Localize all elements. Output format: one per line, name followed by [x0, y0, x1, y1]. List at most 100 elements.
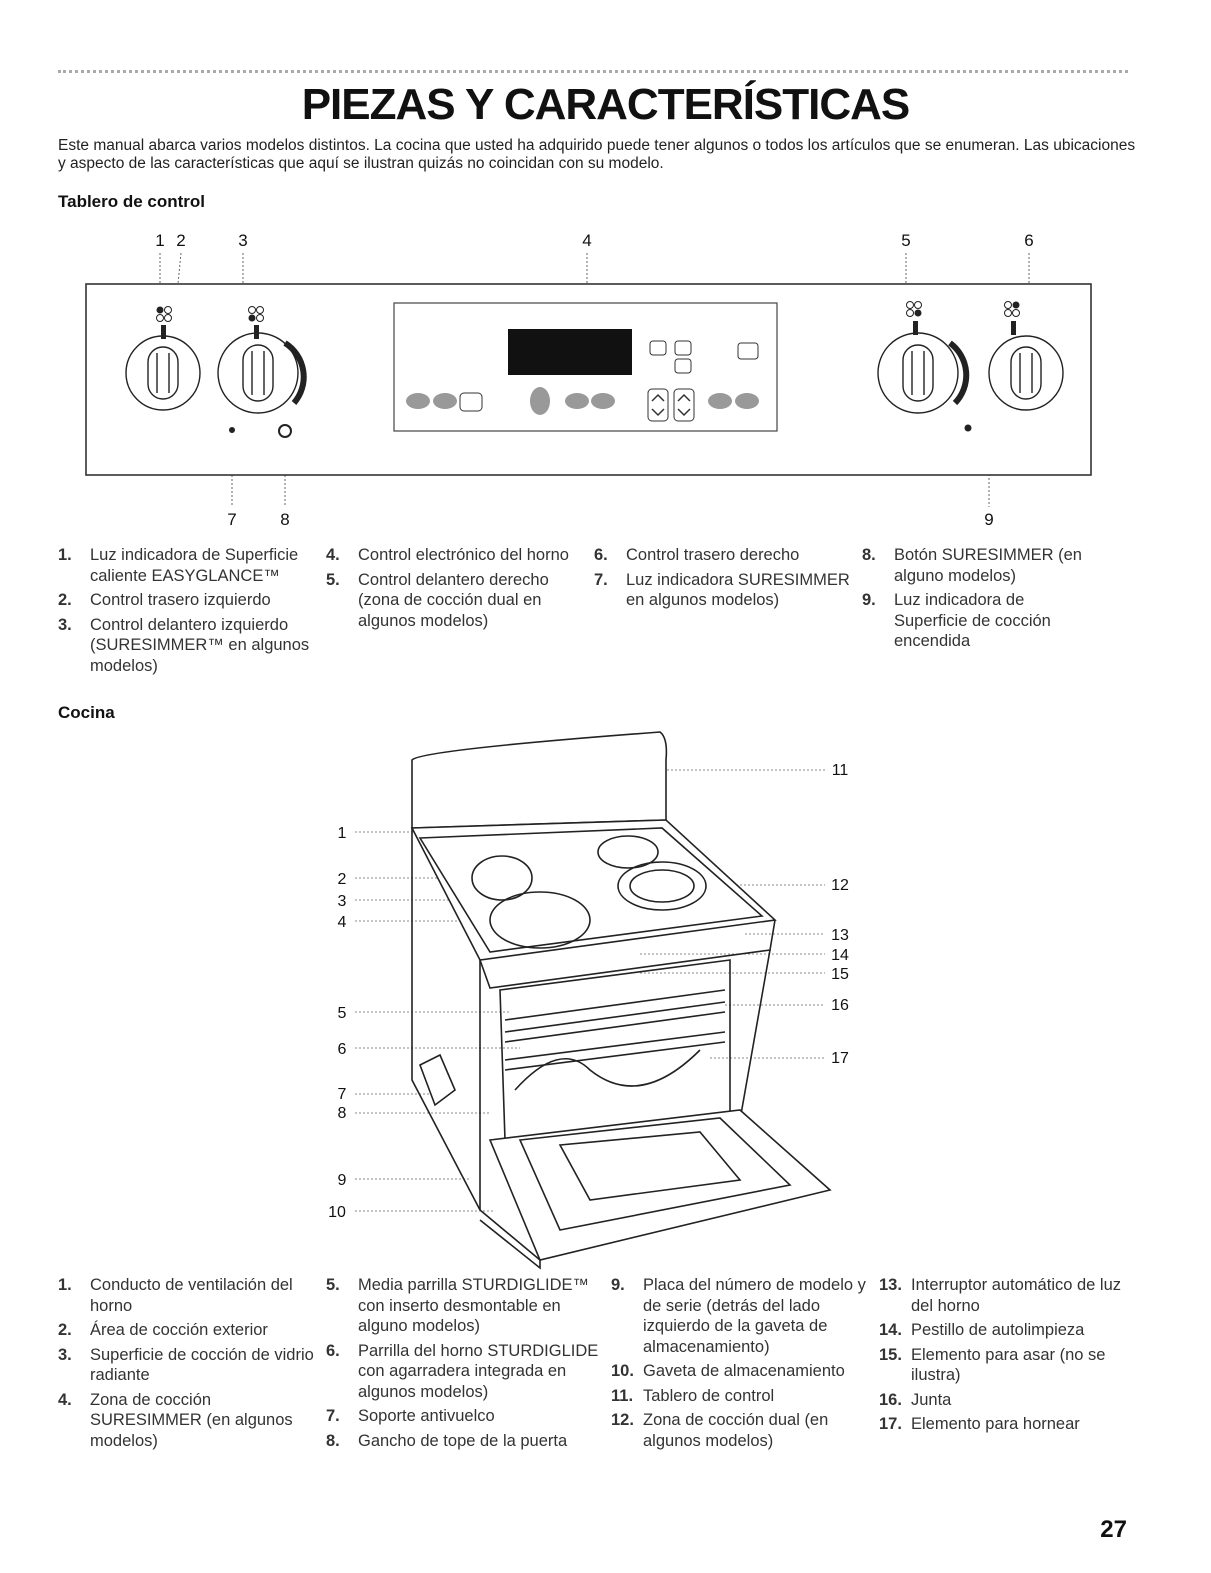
item-number: 6.: [594, 546, 608, 564]
item-number: 8.: [862, 546, 876, 564]
item-text: Control trasero derecho: [626, 546, 800, 564]
callout-7: 7: [227, 510, 236, 529]
callout-16: 16: [831, 997, 849, 1014]
right-front-knob: [877, 332, 970, 414]
item-number: 11.: [611, 1386, 634, 1405]
item-number: 7.: [326, 1407, 340, 1425]
item-number: 1.: [58, 546, 72, 564]
range-legend: 1.Conducto de ventilación del horno 2.Ár…: [58, 1275, 1158, 1455]
control-panel-heading: Tablero de control: [58, 192, 206, 211]
item-number: 8.: [326, 1431, 340, 1450]
item-number: 15.: [879, 1345, 902, 1364]
list-item: 8. Botón SURESIMMER (en alguno modelos): [862, 545, 1102, 586]
item-text: Luz indicadora de Superficie de cocción …: [894, 591, 1051, 650]
item-text: Luz indicadora SURESIMMER en algunos mod…: [626, 570, 850, 610]
item-text: Pestillo de autolimpieza: [911, 1321, 1085, 1339]
list-item: 9.Luz indicadora de Superficie de cocció…: [862, 590, 1102, 652]
callout-2: 2: [176, 231, 185, 250]
item-number: 2.: [58, 1321, 72, 1339]
left-rear-knob: [125, 335, 201, 411]
item-text: Junta: [911, 1390, 952, 1409]
right-rear-knob: [988, 335, 1064, 411]
callout-8: 8: [280, 510, 289, 529]
list-item: 1. Luz indicadora de Superficie caliente …: [58, 545, 326, 586]
callout-1: 1: [338, 825, 347, 842]
top-dotted-rule: [58, 70, 1128, 73]
list-item: 3. Control delantero izquierdo (SURESIMME…: [58, 615, 326, 677]
item-number: 13.: [879, 1276, 902, 1294]
callout-5: 5: [901, 231, 910, 250]
item-text: Elemento para hornear: [911, 1415, 1080, 1433]
list-item: 12. Zona de cocción dual (en algunos mode…: [611, 1410, 879, 1451]
callout-2: 2: [338, 871, 347, 888]
control-panel-diagram: 1 2 3 4 5 6 7 8 9: [85, 231, 1092, 529]
item-number: 17.: [879, 1415, 902, 1433]
item-text: Control electrónico del horno: [358, 546, 569, 564]
list-item: 13. Interruptor automático de luz del hor…: [879, 1275, 1129, 1316]
list-item: 5.Control delantero derecho (zona de coc…: [326, 570, 594, 632]
item-text: Parrilla del horno STURDIGLIDE con agarr…: [358, 1341, 599, 1401]
item-text: Elemento para asar (no se ilustra): [911, 1345, 1106, 1385]
item-text: Superficie de cocción de vidrio radiante: [90, 1345, 314, 1385]
intro-paragraph: Este manual abarca varios modelos distin…: [58, 137, 1136, 172]
item-text: Conducto de ventilación del horno: [90, 1276, 293, 1315]
right-indicator-dots: [906, 301, 1020, 432]
callout-9: 9: [984, 510, 993, 529]
item-text: Gaveta de almacenamiento: [643, 1362, 845, 1380]
item-number: 3.: [58, 615, 72, 634]
item-number: 9.: [611, 1276, 625, 1294]
list-item: 9. Placa del número de modelo y de serie …: [611, 1275, 879, 1357]
callout-15: 15: [831, 966, 849, 983]
electronic-oven-control: [393, 302, 778, 432]
list-item: 10. Gaveta de almacenamiento: [611, 1361, 879, 1382]
list-item: 17. Elemento para hornear: [879, 1414, 1129, 1435]
item-text: Gancho de tope de la puerta: [358, 1431, 568, 1450]
item-text: Control delantero izquierdo (SURESIMMER™…: [90, 615, 310, 675]
list-item: 1.Conducto de ventilación del horno: [58, 1275, 326, 1316]
callout-14: 14: [831, 947, 849, 964]
callout-3: 3: [238, 231, 247, 250]
item-text: Placa del número de modelo y de serie (d…: [643, 1276, 866, 1356]
item-text: Interruptor automático de luz del horno: [911, 1276, 1122, 1315]
suresimmer-button: [278, 424, 292, 438]
item-text: Zona de cocción dual (en algunos modelos…: [643, 1411, 829, 1450]
item-number: 10.: [611, 1362, 634, 1380]
item-number: 6.: [326, 1341, 340, 1360]
callout-6: 6: [338, 1041, 347, 1058]
list-item: 3. Superficie de cocción de vidrio radian…: [58, 1345, 326, 1386]
page-number: 27: [1100, 1516, 1127, 1543]
callout-1: 1: [155, 231, 164, 250]
item-number: 12.: [611, 1411, 634, 1429]
callout-8: 8: [338, 1105, 347, 1122]
left-indicator-dots: [156, 306, 264, 433]
callout-11: 11: [832, 762, 849, 779]
item-number: 16.: [879, 1390, 902, 1409]
item-text: Tablero de control: [643, 1386, 775, 1405]
callout-17: 17: [831, 1050, 849, 1067]
item-number: 5.: [326, 570, 340, 589]
list-item: 4. Control electrónico del horno: [326, 545, 594, 566]
callout-6: 6: [1024, 231, 1033, 250]
item-number: 3.: [58, 1345, 72, 1364]
callout-4: 4: [582, 231, 591, 250]
item-text: Luz indicadora de Superficie caliente EA…: [90, 546, 299, 585]
item-number: 7.: [594, 570, 608, 589]
list-item: 7. Luz indicadora SURESIMMER en algunos m…: [594, 570, 862, 611]
callout-3: 3: [338, 893, 347, 910]
item-text: Control trasero izquierdo: [90, 591, 271, 609]
list-item: 8. Gancho de tope de la puerta: [326, 1431, 611, 1452]
callout-5: 5: [338, 1005, 347, 1022]
item-number: 14.: [879, 1321, 902, 1339]
item-text: Zona de cocción SURESIMMER (en algunos m…: [90, 1390, 293, 1450]
list-item: 5.Media parrilla STURDIGLIDE™ con insert…: [326, 1275, 611, 1337]
callout-13: 13: [831, 927, 849, 944]
list-item: 2.Control trasero izquierdo: [58, 590, 326, 611]
callout-10: 10: [328, 1204, 346, 1221]
list-item: 6. Parrilla del horno STURDIGLIDE con aga…: [326, 1341, 611, 1403]
list-item: 15. Elemento para asar (no se ilustra): [879, 1345, 1129, 1386]
page-title: PIEZAS Y CARACTERÍSTICAS: [301, 80, 911, 129]
item-number: 4.: [326, 546, 340, 564]
range-heading: Cocina: [58, 703, 115, 722]
item-text: Botón SURESIMMER (en alguno modelos): [894, 546, 1082, 585]
item-text: Media parrilla STURDIGLIDE™ con inserto …: [358, 1276, 590, 1335]
